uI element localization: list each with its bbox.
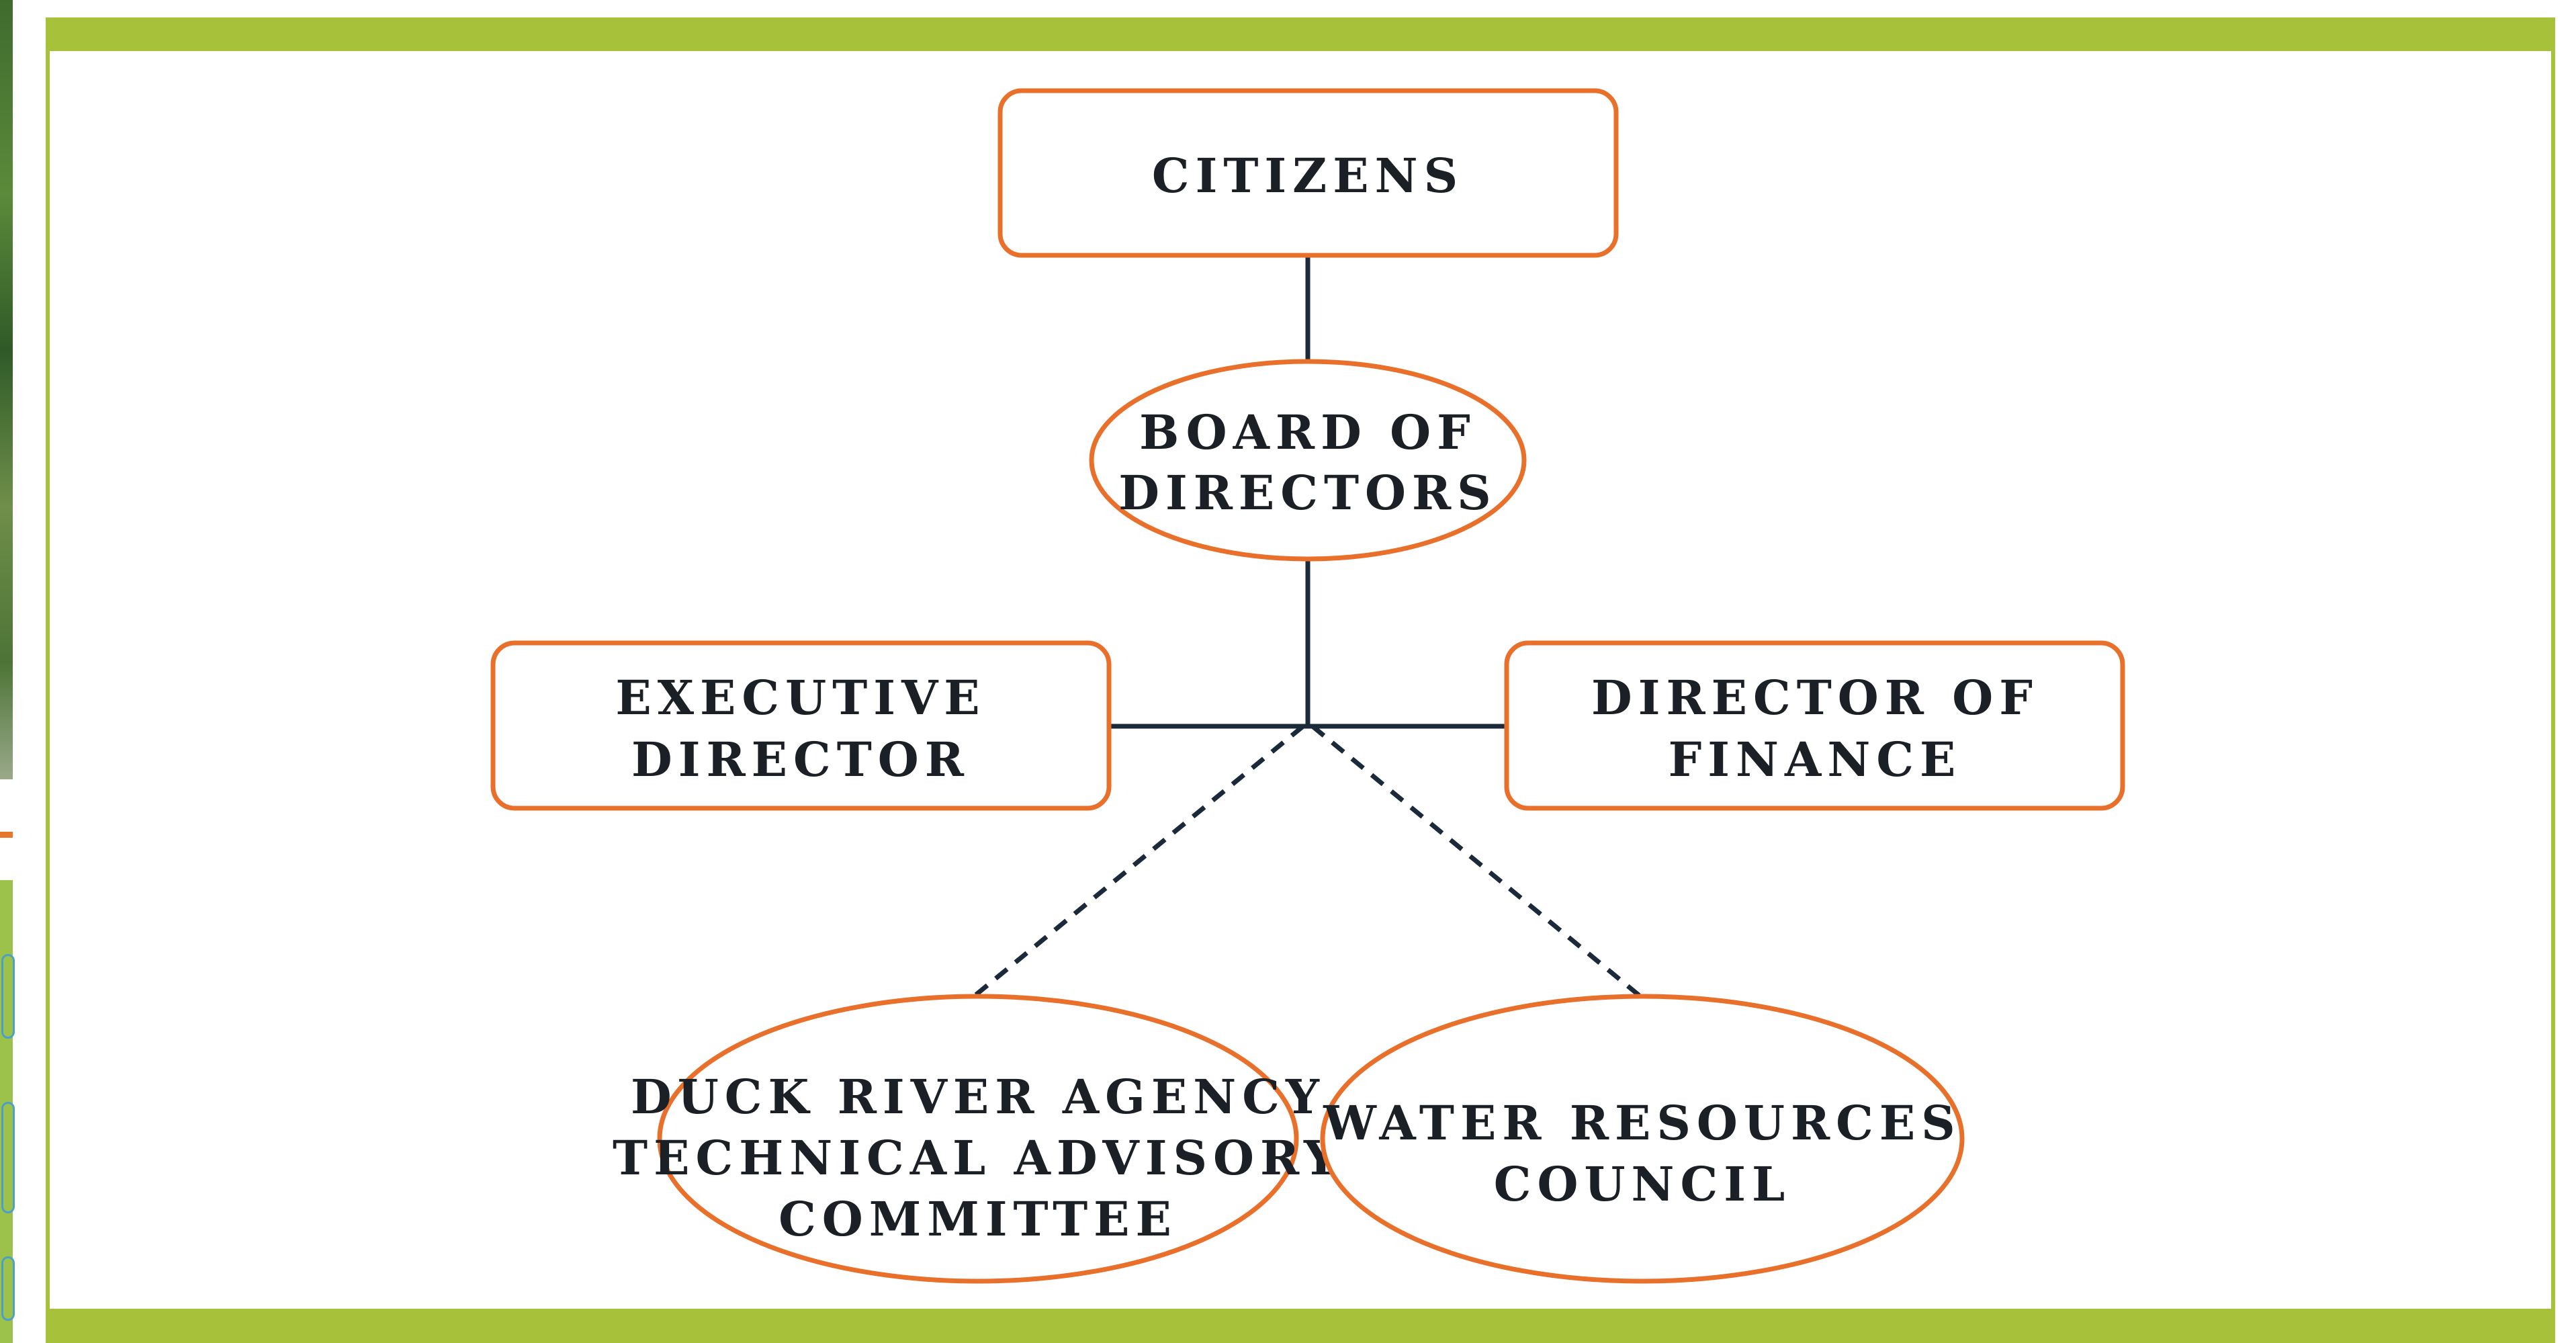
frame-bottom-bar [46, 1309, 2555, 1343]
node-water-resources-council: WATER RESOURCES COUNCIL [1320, 994, 1965, 1284]
frame-top-bar [46, 17, 2555, 51]
node-board-label-line1: BOARD OF [1139, 404, 1476, 460]
map-river-line [1, 954, 15, 1039]
node-citizens-shape [997, 88, 1619, 258]
node-finance-label-line2: FINANCE [1669, 732, 1962, 787]
node-board-label-line2: DIRECTORS [1118, 465, 1497, 521]
map-river-line [1, 1256, 15, 1321]
map-river-line [1, 1102, 15, 1213]
node-executive-label-line1: EXECUTIVE [615, 670, 985, 726]
node-director-of-finance: DIRECTOR OF FINANCE [1504, 640, 2125, 811]
side-accent-rule [0, 832, 13, 838]
side-map-strip [0, 880, 15, 1343]
edge-board-wrc [1311, 724, 1642, 998]
edge-board-tac [972, 724, 1305, 998]
node-wrc-shape [1320, 994, 1965, 1284]
node-tac-shape [657, 994, 1299, 1284]
node-board-shape [1089, 359, 1527, 562]
node-tac-label-line1: DUCK RIVER AGENCY [631, 1069, 1325, 1125]
node-tac-label-line2: TECHNICAL ADVISORY [613, 1130, 1343, 1186]
node-tac-label-line3: COMMITTEE [779, 1191, 1178, 1247]
node-executive-label-line2: DIRECTOR [631, 732, 970, 787]
node-finance-label-line1: DIRECTOR OF [1591, 670, 2039, 726]
node-citizens: CITIZENS [997, 88, 1619, 258]
node-board-of-directors: BOARD OF DIRECTORS [1089, 359, 1527, 562]
node-executive-shape [490, 640, 1112, 811]
node-wrc-label-line1: WATER RESOURCES [1323, 1095, 1961, 1151]
node-finance-shape [1504, 640, 2125, 811]
node-citizens-label: CITIZENS [1152, 148, 1464, 204]
node-wrc-label-line2: COUNCIL [1494, 1156, 1791, 1212]
node-executive-director: EXECUTIVE DIRECTOR [490, 640, 1112, 811]
node-technical-advisory-committee: DUCK RIVER AGENCY TECHNICAL ADVISORY COM… [613, 994, 1343, 1284]
side-photo-strip [0, 0, 13, 779]
